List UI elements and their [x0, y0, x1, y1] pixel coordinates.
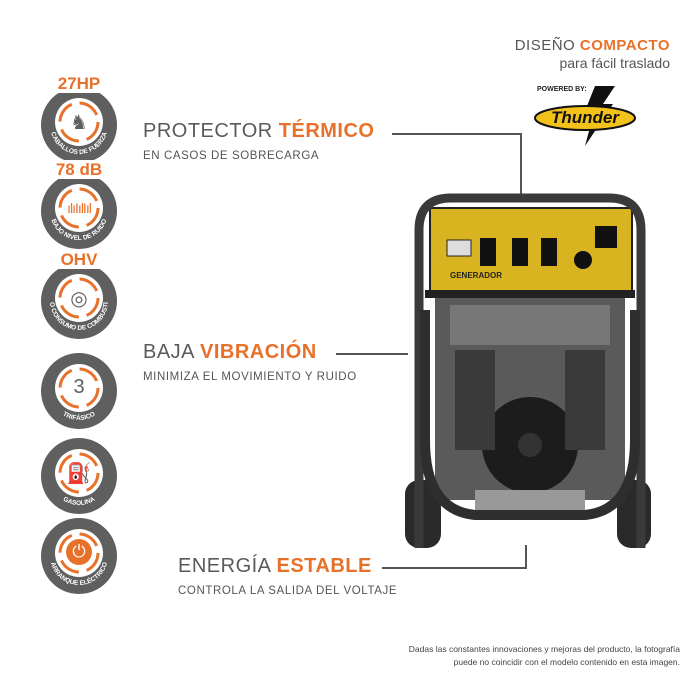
feature-title-bold: TÉRMICO: [278, 120, 375, 142]
feature-title-plain: BAJA: [143, 341, 194, 363]
disclaimer-line: Dadas las constantes innovaciones y mejo…: [408, 644, 680, 654]
badge-sound-wave: BAJO NIVEL DE RUIDO 78 dB ılıIılIıl: [40, 160, 118, 250]
feature-title-plain: PROTECTOR: [143, 120, 273, 142]
badge-power: ARRANQUE ELÉCTRICO ⏻: [40, 517, 118, 595]
callout-line: [525, 545, 527, 569]
sound-wave-icon: ılıIılIıl: [67, 200, 92, 216]
fuel-pump-icon: ⛽: [66, 463, 92, 485]
feature-subtitle: EN CASOS DE SOBRECARGA: [143, 150, 320, 162]
badge-ring: TRIFÁSICO: [41, 353, 117, 429]
badge-ring: BAJO NIVEL DE RUIDO: [41, 173, 117, 249]
badge-three-phase: TRIFÁSICO 3: [40, 352, 118, 430]
badge-ring: CABALLOS DE FUERZA: [41, 87, 117, 163]
badge-engine: BAJO CONSUMO DE COMBUSTIBLE OHV ◎: [38, 250, 118, 340]
powered-by-label: POWERED BY:: [537, 86, 587, 93]
thunder-logo: POWERED BY: Thunder: [533, 86, 643, 146]
compact-design-heading: DISEÑO COMPACTO para fácil traslado: [515, 37, 670, 71]
badge-value: 27HP: [54, 74, 104, 93]
feature-thermal-protector: PROTECTOR TÉRMICO EN CASOS DE SOBRECARGA: [143, 120, 374, 162]
badge-ring: BAJO CONSUMO DE COMBUSTIBLE: [38, 257, 117, 339]
feature-title-plain: ENERGÍA: [178, 555, 271, 577]
feature-title-bold: VIBRACIÓN: [199, 341, 317, 363]
feature-title-bold: ESTABLE: [276, 555, 372, 577]
disclaimer: Dadas las constantes innovaciones y mejo…: [409, 643, 680, 669]
horse-icon: ♞: [70, 112, 88, 134]
feature-subtitle: CONTROLA LA SALIDA DEL VOLTAJE: [178, 585, 398, 597]
badge-value: 78 dB: [52, 160, 106, 179]
badge-fuel-pump: GASOLINA ⛽: [40, 437, 118, 515]
heading-bold: COMPACTO: [579, 37, 670, 54]
badge-horse: CABALLOS DE FUERZA 27HP ♞: [40, 74, 118, 164]
callout-line: [520, 133, 522, 195]
panel-label: GENERADOR: [450, 271, 503, 280]
power-icon: ⏻: [40, 539, 118, 565]
svg-text:GASOLINA: GASOLINA: [62, 496, 97, 507]
lightning-bolt-icon: [534, 86, 636, 146]
badge-label: GASOLINA: [62, 496, 97, 507]
heading-plain: DISEÑO: [514, 37, 576, 54]
feature-stable-energy: ENERGÍA ESTABLE CONTROLA LA SALIDA DEL V…: [178, 555, 397, 597]
generator-image: [405, 193, 651, 548]
callout-line: [382, 567, 527, 569]
heading-subtitle: para fácil traslado: [559, 55, 670, 71]
badge-label: TRIFÁSICO: [61, 411, 96, 422]
svg-text:TRIFÁSICO: TRIFÁSICO: [61, 411, 96, 422]
feature-low-vibration: BAJA VIBRACIÓN MINIMIZA EL MOVIMIENTO Y …: [143, 341, 357, 383]
feature-subtitle: MINIMIZA EL MOVIMIENTO Y RUIDO: [143, 371, 357, 383]
disclaimer-line: puede no coincidir con el modelo conteni…: [453, 657, 680, 667]
badge-ring: GASOLINA: [41, 438, 117, 514]
badge-value: 3: [73, 376, 85, 398]
callout-line: [392, 133, 522, 135]
badge-value: OHV: [57, 250, 101, 269]
brand-name: Thunder: [551, 108, 619, 127]
callout-line: [336, 353, 408, 355]
three-phase-icon: 3: [40, 376, 118, 399]
engine-icon: ◎: [70, 288, 88, 310]
